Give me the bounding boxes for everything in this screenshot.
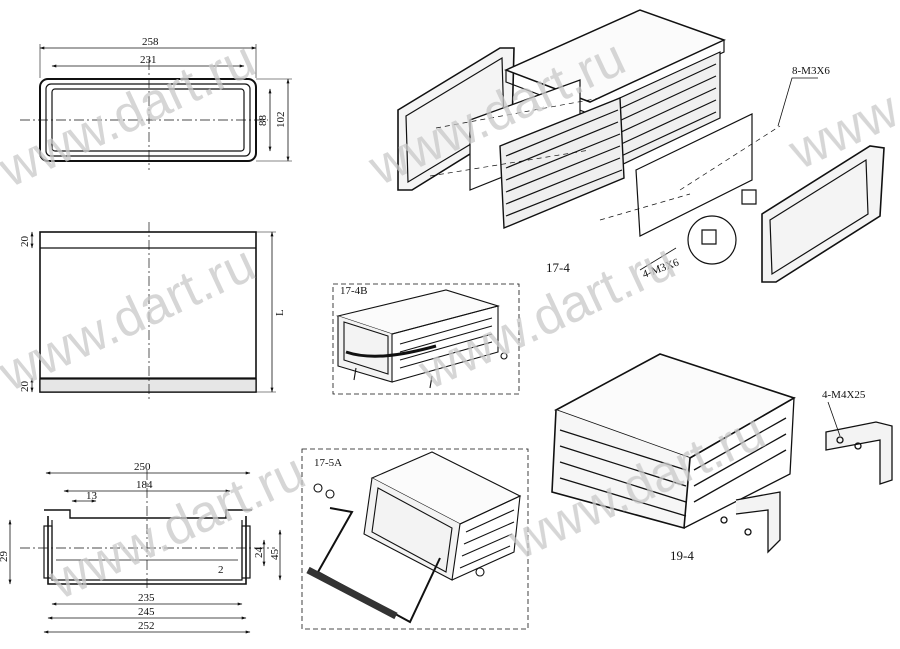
dim-length: L: [274, 309, 286, 316]
inset-17-4b: [332, 283, 520, 395]
dim-184: 184: [136, 479, 153, 491]
screw-label-8-m3x6: 8-M3X6: [792, 65, 830, 77]
screw-label-4-m4x25: 4-M4X25: [822, 389, 866, 401]
dim-258: 258: [142, 36, 159, 48]
dim-29: 29: [0, 551, 10, 563]
dim-235: 235: [138, 592, 155, 604]
model-label-19-4: 19-4: [670, 548, 694, 563]
dim-24: 24: [253, 547, 265, 559]
dim-2: 2: [218, 564, 224, 576]
dim-231: 231: [140, 54, 157, 66]
exploded-view: [397, 9, 885, 283]
dim-88: 88: [257, 115, 269, 127]
inset-17-5a: [301, 448, 529, 630]
model-label-17-4b: 17-4B: [340, 285, 368, 297]
dim-102: 102: [275, 112, 287, 129]
dim-252: 252: [138, 620, 155, 632]
dim-20-bottom: 20: [19, 381, 31, 393]
model-label-17-4: 17-4: [546, 260, 570, 275]
dim-250: 250: [134, 461, 151, 473]
model-label-17-5a: 17-5A: [314, 457, 342, 469]
assembled-view: [551, 353, 893, 554]
dim-45: 45: [269, 549, 281, 561]
front-view: [20, 44, 292, 170]
dim-245: 245: [138, 606, 155, 618]
profile-view: [8, 470, 282, 634]
watermark-text: www.dart.ru: [40, 442, 314, 611]
dim-13: 13: [86, 490, 98, 502]
side-view: [30, 222, 276, 400]
dim-20-top: 20: [19, 236, 31, 248]
